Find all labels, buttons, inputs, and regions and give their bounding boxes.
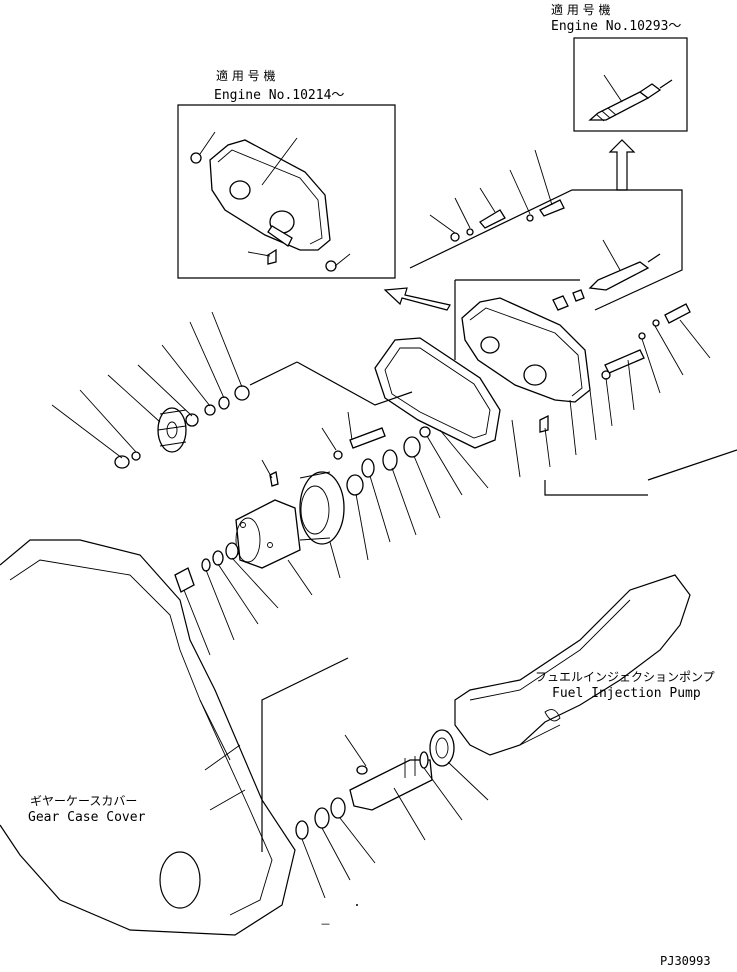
inset-upper-right-jp-label: 適 用 号 機 <box>551 2 610 17</box>
bolt-group-right <box>511 303 711 478</box>
inset-upper-left-frame <box>177 104 396 279</box>
fuel-pump-en-label: Fuel Injection Pump <box>552 686 701 701</box>
drive-gear-assembly <box>235 411 489 596</box>
gear-case-en-label: Gear Case Cover <box>28 810 146 825</box>
inset-upper-left: 適 用 号 機 Engine No.10214～ <box>177 68 396 279</box>
bolt-group-upper <box>429 149 661 311</box>
pump-shaft-assembly: － <box>261 657 489 931</box>
left-arrow-icon <box>383 287 451 311</box>
inset-upper-left-jp-label: 適 用 号 機 <box>216 68 275 83</box>
inset-upper-right-frame <box>573 37 688 132</box>
fuel-pump-jp-label: フュエルインジェクションポンプ <box>535 670 715 684</box>
up-arrow-icon <box>608 139 636 191</box>
dash-mark: － <box>320 918 331 931</box>
gear-cover-main <box>374 189 737 496</box>
inset-upper-left-engine-label: Engine No.10214～ <box>214 88 344 103</box>
idler-gear-stack <box>51 311 413 469</box>
inset-upper-right: 適 用 号 機 Engine No.10293～ <box>551 2 688 191</box>
gear-cover-variant-icon <box>190 131 351 272</box>
inset-upper-right-engine-label: Engine No.10293～ <box>551 19 681 34</box>
glow-plug-icon <box>588 74 673 122</box>
washer-stack-left <box>174 542 279 656</box>
gear-case-cover: ギヤーケースカバー Gear Case Cover <box>0 539 296 936</box>
gear-case-jp-label: ギヤーケースカバー <box>30 794 137 808</box>
drawing-code: PJ30993 <box>660 954 711 968</box>
fuel-injection-pump: フュエルインジェクションポンプ Fuel Injection Pump <box>454 574 715 756</box>
dot-mark <box>356 904 358 906</box>
